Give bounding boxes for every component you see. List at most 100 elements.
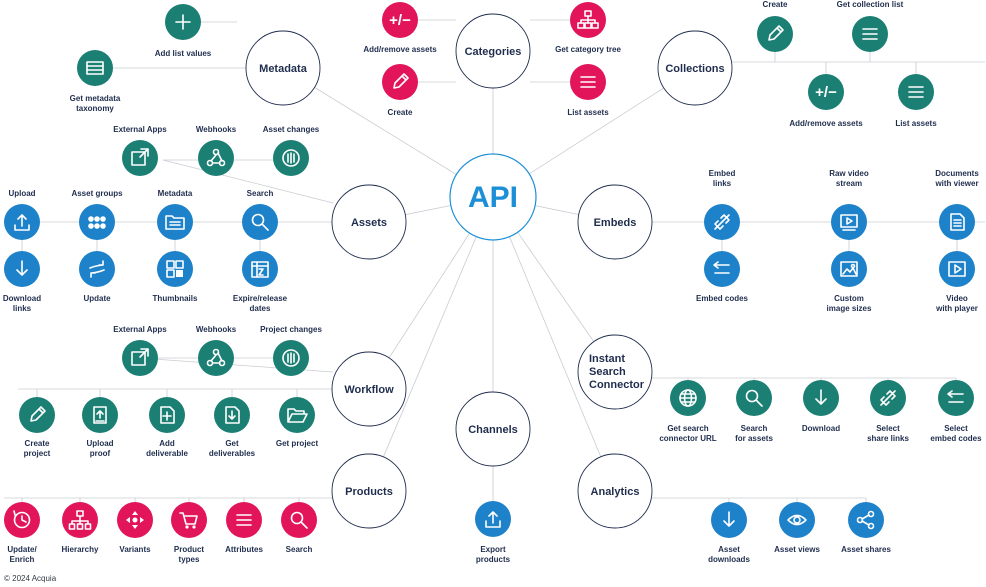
endpoint-label: Export bbox=[480, 545, 506, 554]
endpoint-label: Webhooks bbox=[196, 125, 237, 134]
endpoint-label: Update/ bbox=[7, 545, 37, 554]
endpoint-circle bbox=[808, 74, 844, 110]
list-icon bbox=[862, 28, 878, 40]
endpoint-circle bbox=[704, 251, 740, 287]
hub-label: Categories bbox=[465, 46, 522, 58]
spoke-products bbox=[368, 196, 494, 492]
endpoint-pr-search: Search bbox=[281, 502, 317, 554]
hub-label: Metadata bbox=[259, 63, 308, 75]
endpoint-label: Expire/release bbox=[233, 294, 288, 303]
changes-icon bbox=[282, 349, 300, 367]
endpoint-label: Download bbox=[802, 424, 840, 433]
image-icon bbox=[840, 261, 858, 277]
endpoint-cat-list: List assets bbox=[567, 64, 609, 117]
endpoint-label: Custom bbox=[834, 294, 864, 303]
hub-label: Workflow bbox=[344, 384, 394, 396]
cart-icon bbox=[179, 512, 198, 529]
endpoint-label: Upload bbox=[8, 189, 35, 198]
endpoint-label: Create bbox=[388, 108, 413, 117]
endpoint-circle bbox=[382, 2, 418, 38]
hub-label: Analytics bbox=[591, 486, 640, 498]
endpoint-label: taxonomy bbox=[76, 104, 114, 113]
endpoint-label: Asset changes bbox=[263, 125, 320, 134]
hub-circle bbox=[331, 184, 407, 260]
hub-circle bbox=[455, 391, 531, 467]
endpoint-label: for assets bbox=[735, 434, 773, 443]
endpoint-label: products bbox=[476, 555, 511, 564]
endpoint-label: Add/remove assets bbox=[363, 45, 437, 54]
endpoint-label: Add bbox=[159, 439, 175, 448]
endpoint-circle bbox=[757, 16, 793, 52]
download-icon bbox=[723, 511, 735, 527]
endpoint-label: Hierarchy bbox=[62, 545, 99, 554]
endpoint-label: Asset bbox=[718, 545, 740, 554]
endpoint-as-groups: Asset groups bbox=[71, 189, 123, 240]
endpoint-label: types bbox=[179, 555, 200, 564]
tree-icon bbox=[577, 10, 599, 29]
endpoint-as-changes: Asset changes bbox=[263, 125, 320, 176]
endpoint-wf-changes: Project changes bbox=[260, 325, 322, 376]
external-link-icon bbox=[131, 148, 149, 166]
endpoint-label: Project changes bbox=[260, 325, 322, 334]
endpoint-label: Search bbox=[286, 545, 313, 554]
globe-icon bbox=[679, 389, 697, 407]
endpoint-label: share links bbox=[867, 434, 909, 443]
endpoint-label: Asset views bbox=[774, 545, 820, 554]
endpoint-label: Variants bbox=[119, 545, 151, 554]
endpoint-label: with player bbox=[935, 304, 978, 313]
endpoint-label: Webhooks bbox=[196, 325, 237, 334]
endpoint-col-get-list: Get collection list bbox=[837, 0, 904, 52]
hub-circle bbox=[577, 334, 653, 410]
folder-icon bbox=[165, 215, 185, 230]
pencil-icon bbox=[393, 73, 409, 89]
endpoint-label: Documents bbox=[935, 169, 979, 178]
endpoint-circle bbox=[779, 502, 815, 538]
endpoint-circle bbox=[122, 140, 158, 176]
hierarchy-icon bbox=[68, 510, 92, 530]
endpoint-circle bbox=[19, 397, 55, 433]
hub-label: Channels bbox=[468, 424, 518, 436]
endpoint-circle bbox=[171, 502, 207, 538]
hub-circle bbox=[577, 184, 653, 260]
endpoint-label: External Apps bbox=[113, 125, 167, 134]
endpoint-label: downloads bbox=[708, 555, 750, 564]
endpoint-label: Add/remove assets bbox=[789, 119, 863, 128]
svg-text:+/−: +/− bbox=[815, 84, 837, 101]
endpoint-add-list-values: Add list values bbox=[155, 4, 212, 58]
endpoint-label: Download bbox=[3, 294, 41, 303]
hub-circle bbox=[245, 30, 321, 106]
endpoint-as-external: External Apps bbox=[113, 125, 167, 176]
hub-metadata: Metadata bbox=[245, 30, 321, 106]
play-icon bbox=[948, 261, 966, 277]
endpoint-label: External Apps bbox=[113, 325, 167, 334]
endpoint-isc-download: Download bbox=[802, 380, 840, 433]
endpoint-circle bbox=[198, 140, 234, 176]
endpoint-wf-external: External Apps bbox=[113, 325, 167, 376]
copyright: © 2024 Acquia bbox=[4, 574, 57, 583]
endpoint-as-upload: Upload bbox=[4, 189, 40, 240]
endpoint-circle bbox=[382, 64, 418, 100]
refresh-icon bbox=[89, 260, 105, 278]
hub-circle bbox=[577, 453, 653, 529]
endpoint-cat-tree: Get category tree bbox=[555, 2, 621, 54]
endpoint-label: image sizes bbox=[827, 304, 872, 313]
endpoint-em-codes: Embed codes bbox=[696, 251, 749, 303]
endpoint-label: Metadata bbox=[158, 189, 193, 198]
endpoint-col-add-remove: +/− Add/remove assets bbox=[789, 74, 863, 128]
eye-icon bbox=[787, 514, 807, 526]
endpoint-label: Select bbox=[944, 424, 968, 433]
code-icon bbox=[713, 261, 730, 274]
endpoint-an-views: Asset views bbox=[774, 502, 820, 554]
hub-products: Products bbox=[331, 453, 407, 529]
